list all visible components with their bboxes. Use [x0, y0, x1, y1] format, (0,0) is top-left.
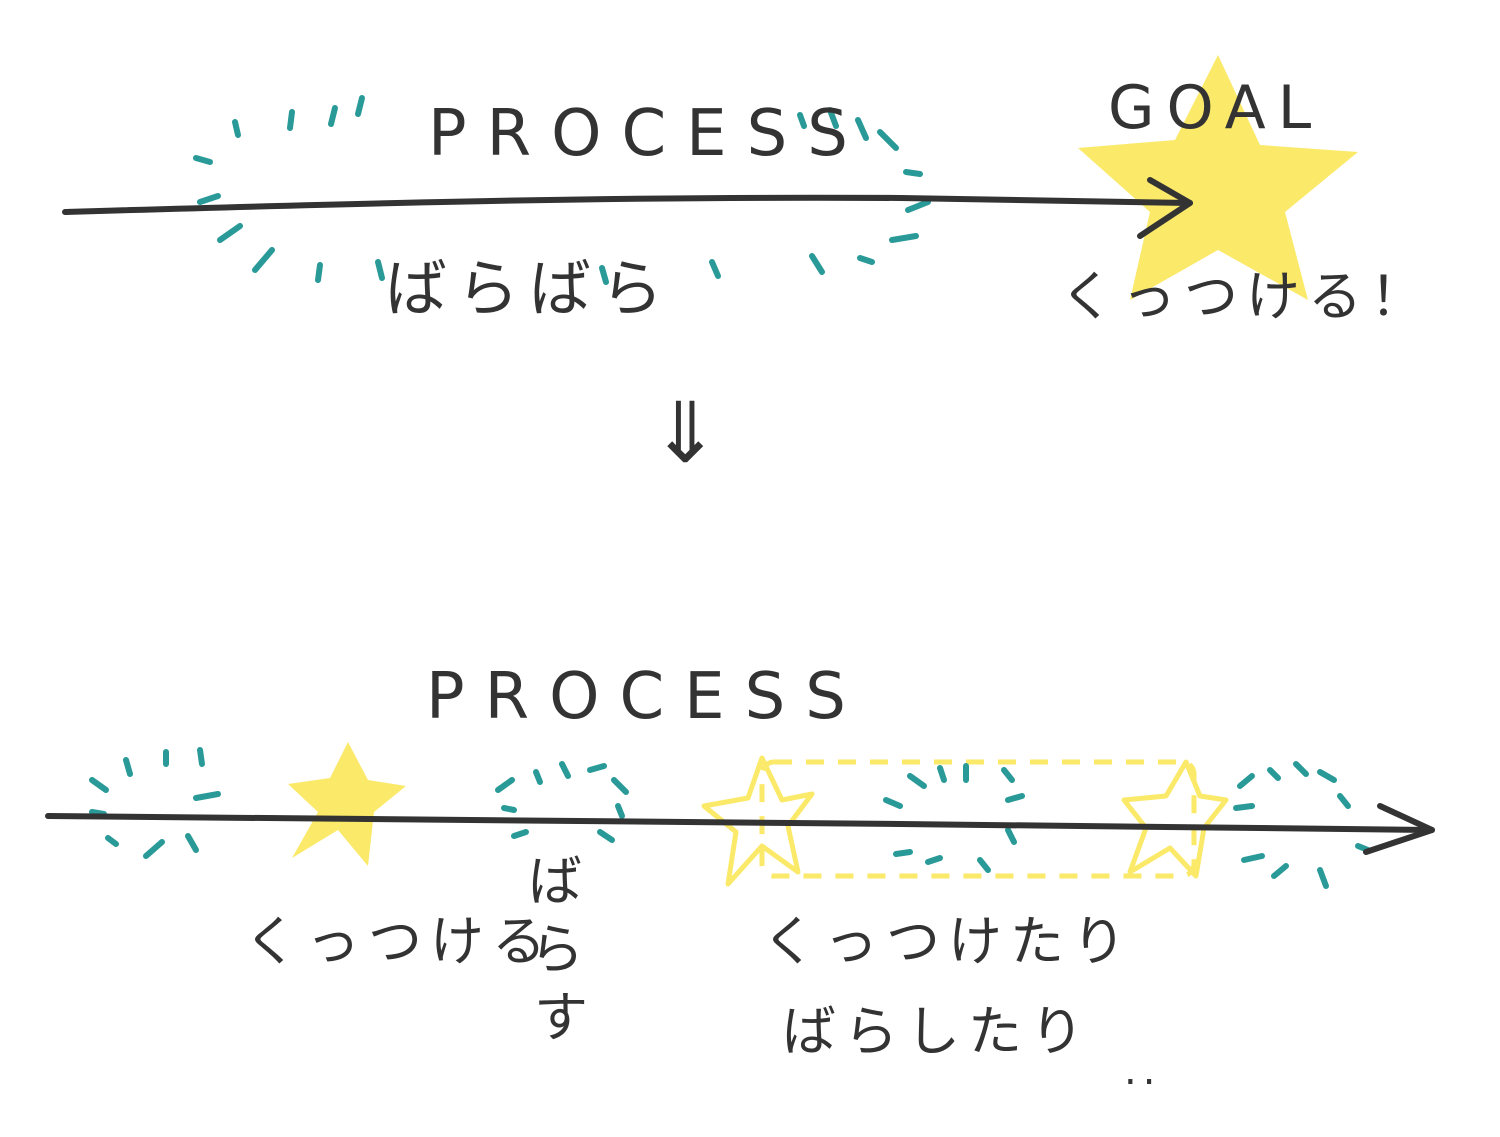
scatter-char-3: す — [534, 986, 596, 1049]
bottom-axis — [45, 813, 1435, 833]
bottom-attach-label: くっつける — [244, 910, 554, 973]
attach-star — [288, 742, 406, 866]
top-scatter-dashes — [193, 95, 931, 285]
double-down-arrow-icon: ⇓ — [650, 384, 720, 482]
bottom-process-label: PROCESS — [426, 660, 866, 734]
bottom-scatter-dashes — [89, 747, 1371, 889]
top-diagram: PROCESS GOAL ばらばら くっつける！ — [62, 55, 1432, 328]
top-scatter-label: ばらばら — [385, 252, 673, 325]
scatter-char-1: ば — [528, 850, 590, 913]
outline-star-right — [1121, 759, 1229, 879]
top-process-label: PROCESS — [428, 97, 868, 171]
top-axis-arrowhead — [1137, 177, 1193, 239]
mixed-zone-box — [759, 759, 1197, 879]
bottom-axis-arrowhead — [1363, 803, 1435, 855]
mixed-line-2: ばらしたり — [782, 1000, 1092, 1063]
outline-star-left — [701, 755, 815, 887]
trailing-dots: .. — [1124, 1048, 1161, 1094]
scatter-char-2: ら — [530, 918, 592, 981]
mixed-line-1: くっつけたり — [762, 910, 1134, 973]
goal-star — [1078, 55, 1358, 300]
top-attach-label: くっつける！ — [1060, 265, 1432, 328]
bottom-diagram: PROCESS くっつける ば ら す くっつけたり ばらしたり .. — [45, 660, 1435, 1094]
transition-arrow: ⇓ — [650, 384, 720, 482]
top-axis — [62, 194, 1193, 215]
goal-label: GOAL — [1108, 73, 1323, 143]
